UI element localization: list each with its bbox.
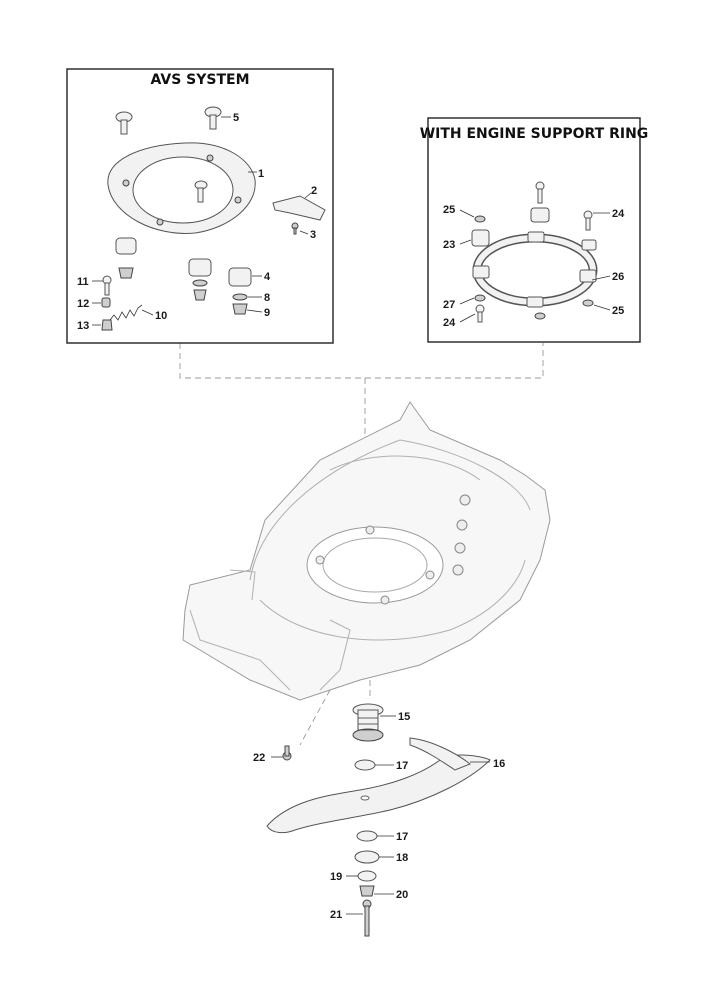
engine-support-ring: [472, 231, 598, 308]
ring-nut-25-right: [582, 299, 594, 307]
callout-8: 8: [264, 292, 270, 304]
blade-bolt-21: [362, 899, 372, 937]
washer-19: [357, 870, 377, 882]
blade-tip: [409, 737, 471, 771]
avs-top-bolt-right: [204, 106, 222, 130]
ring-panel-frame: [427, 117, 641, 343]
ring-bolt-24-right: [583, 210, 593, 231]
washer-17-bottom: [356, 830, 378, 842]
blade-adapter-15: [352, 703, 384, 742]
callout-5: 5: [233, 112, 239, 124]
connection-lines: [179, 343, 544, 746]
avs-spring-10: [109, 304, 143, 321]
avs-damper-left: [115, 237, 137, 279]
avs-bolt-11: [102, 275, 112, 296]
callout-23: 23: [443, 239, 455, 251]
avs-center-bolt: [194, 180, 208, 203]
callout-19: 19: [330, 871, 342, 883]
callout-26: 26: [612, 271, 624, 283]
avs-system-panel: AVS SYSTEM: [66, 68, 334, 344]
callout-24-right: 24: [612, 208, 625, 220]
callout-18: 18: [396, 852, 408, 864]
ring-panel-title: WITH ENGINE SUPPORT RING: [420, 126, 649, 142]
callout-16: 16: [493, 758, 505, 770]
callout-20: 20: [396, 889, 408, 901]
avs-bracket: [272, 195, 326, 221]
callout-3: 3: [310, 229, 316, 241]
avs-bush-12: [101, 297, 111, 308]
callout-24-bottom: 24: [443, 317, 456, 329]
callout-9: 9: [264, 307, 270, 319]
ring-bolt-24-bottom: [475, 304, 485, 323]
callout-12: 12: [77, 298, 89, 310]
callout-1: 1: [258, 168, 264, 180]
callout-25-left: 25: [443, 204, 455, 216]
callout-22: 22: [253, 752, 265, 764]
avs-top-bolt-left: [115, 111, 133, 135]
avs-small-screw: [291, 222, 299, 235]
ring-right-spacer: [581, 239, 597, 251]
avs-panel-frame: [66, 68, 334, 344]
ring-top-bolt: [535, 181, 545, 204]
blade-leaders: [271, 715, 490, 915]
callout-10: 10: [155, 310, 167, 322]
callout-11: 11: [77, 276, 89, 288]
avs-damper-right: [228, 267, 252, 315]
callout-17-top: 17: [396, 760, 408, 772]
ring-bottom-nut: [534, 312, 546, 320]
callout-15: 15: [398, 711, 410, 723]
avs-damper-middle: [188, 258, 212, 301]
callout-21: 21: [330, 909, 342, 921]
callout-2: 2: [311, 185, 317, 197]
ring-nut-25-left: [474, 215, 486, 223]
callout-17-bottom: 17: [396, 831, 408, 843]
ring-spacer-23: [471, 229, 490, 247]
mower-deck: [182, 401, 551, 701]
nut-20: [359, 885, 375, 897]
blade-assembly: 15 22 17 16 17 18 19 20 21: [253, 703, 505, 937]
ring-washer-27: [474, 294, 486, 302]
ring-top-spacer: [530, 207, 550, 223]
washer-18: [354, 850, 380, 864]
deck-bolt-22: [282, 745, 292, 761]
callout-4: 4: [264, 271, 271, 283]
avs-leaders: [92, 116, 312, 326]
engine-support-ring-panel: WITH ENGINE SUPPORT RING: [420, 117, 649, 343]
blade-center-hole: [360, 795, 370, 801]
ring-leaders: [459, 209, 611, 323]
avs-ring-plate: [107, 142, 256, 234]
washer-17-top: [354, 759, 376, 771]
avs-panel-title: AVS SYSTEM: [150, 72, 249, 88]
callout-27: 27: [443, 299, 455, 311]
callout-13: 13: [77, 320, 89, 332]
avs-nut-13: [101, 319, 113, 331]
cutting-blade-16: [266, 754, 491, 834]
callout-25-right: 25: [612, 305, 624, 317]
